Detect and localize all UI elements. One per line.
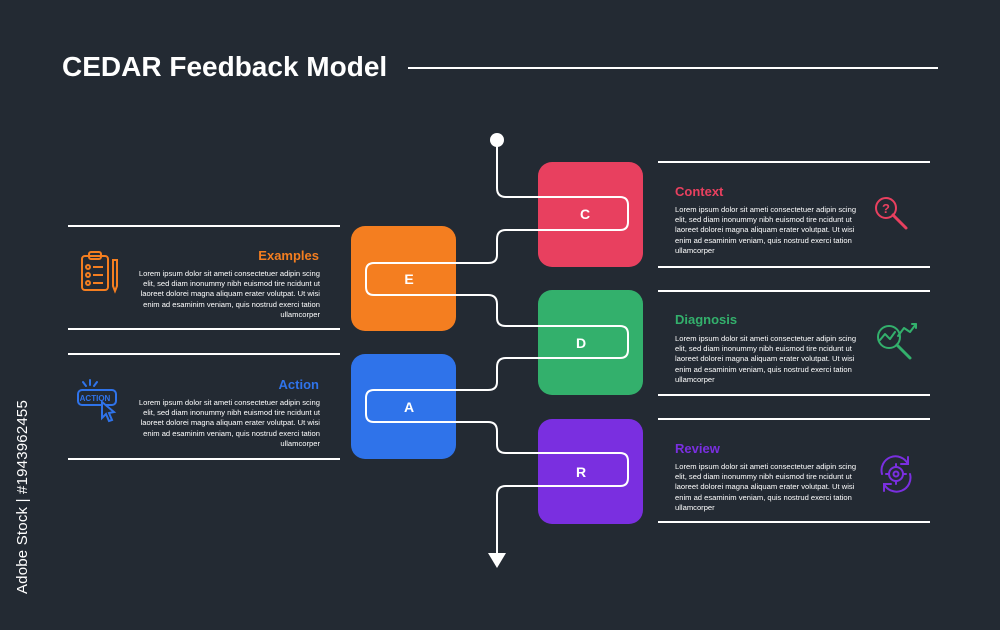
question-magnifier-icon: ?	[875, 197, 908, 230]
svg-text:ACTION: ACTION	[80, 394, 111, 403]
step-letter-r: R	[575, 464, 587, 480]
flow-start-dot	[490, 133, 504, 147]
divider-line	[68, 225, 340, 227]
divider-line	[658, 394, 930, 396]
divider-line	[68, 328, 340, 330]
step-label-context: Context	[675, 184, 724, 199]
stock-credit: Adobe Stock | #1943962455	[14, 399, 31, 595]
step-letter-e: E	[404, 271, 414, 287]
step-letter-c: C	[579, 206, 591, 222]
step-box-review	[538, 419, 643, 524]
chart-magnifier-icon	[877, 323, 917, 360]
step-description-review: Lorem ipsum dolor sit ameti consectetuer…	[675, 462, 857, 512]
step-description-context: Lorem ipsum dolor sit ameti consectetuer…	[675, 205, 857, 255]
step-description-diagnosis: Lorem ipsum dolor sit ameti consectetuer…	[675, 334, 857, 384]
step-box-examples	[351, 226, 456, 331]
step-letter-a: A	[403, 399, 415, 415]
step-box-diagnosis	[538, 290, 643, 395]
step-box-context	[538, 162, 643, 267]
divider-line	[658, 521, 930, 523]
step-description-examples: Lorem ipsum dolor sit ameti consectetuer…	[138, 269, 320, 319]
step-label-examples: Examples	[258, 248, 319, 263]
flow-end-arrow-icon	[488, 553, 506, 568]
title-rule	[408, 67, 938, 69]
page-title: CEDAR Feedback Model	[62, 51, 388, 82]
divider-line	[658, 290, 930, 292]
divider-line	[658, 418, 930, 420]
divider-line	[68, 458, 340, 460]
step-label-review: Review	[675, 441, 720, 456]
step-description-action: Lorem ipsum dolor sit ameti consectetuer…	[138, 398, 320, 448]
svg-text:?: ?	[882, 201, 890, 216]
divider-line	[68, 353, 340, 355]
step-box-action	[351, 354, 456, 459]
step-letter-d: D	[575, 335, 587, 351]
action-cursor-icon: ACTION	[77, 379, 117, 423]
clipboard-checklist-icon	[81, 251, 118, 294]
step-label-diagnosis: Diagnosis	[675, 312, 738, 327]
cycle-gear-icon	[880, 455, 912, 493]
divider-line	[658, 266, 930, 268]
divider-line	[658, 161, 930, 163]
step-label-action: Action	[278, 377, 319, 392]
